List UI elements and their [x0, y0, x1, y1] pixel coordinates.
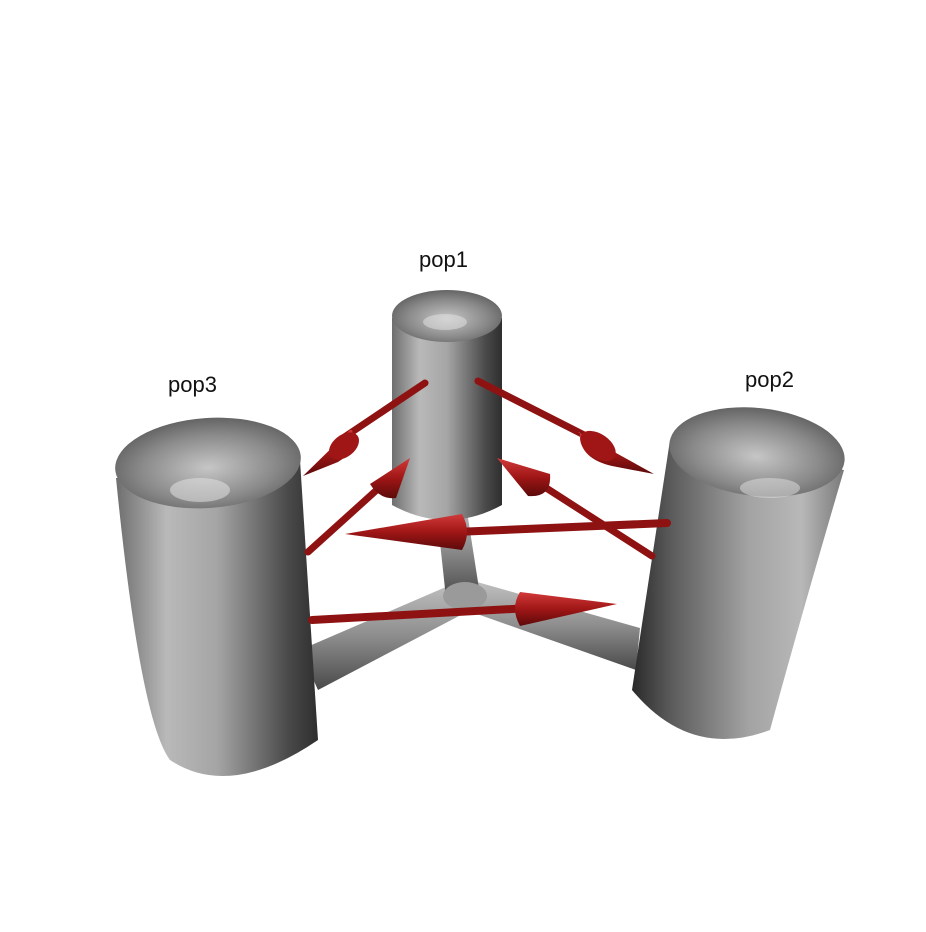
branch-to-pop3: [300, 580, 478, 690]
arrow-pop3-to-pop1: [304, 458, 410, 556]
arrow-pop1-to-pop3: [303, 379, 429, 476]
migration-arrows: [303, 377, 671, 626]
arrow-pop3-to-pop2: [308, 592, 617, 626]
pop3-cylinder: [115, 417, 318, 776]
branch-joint: [443, 582, 487, 610]
pop2-cylinder: [632, 407, 845, 739]
arrow-pop1-to-pop2: [474, 377, 654, 474]
pop3-label: pop3: [168, 372, 217, 397]
pop2-label: pop2: [745, 367, 794, 392]
pop1-label: pop1: [419, 247, 468, 272]
arrow-pop2-to-pop1: [497, 458, 656, 560]
arrow-pop2-to-pop3: [345, 514, 671, 550]
branch-to-pop2: [460, 580, 640, 670]
pop1-cylinder: [392, 290, 502, 520]
